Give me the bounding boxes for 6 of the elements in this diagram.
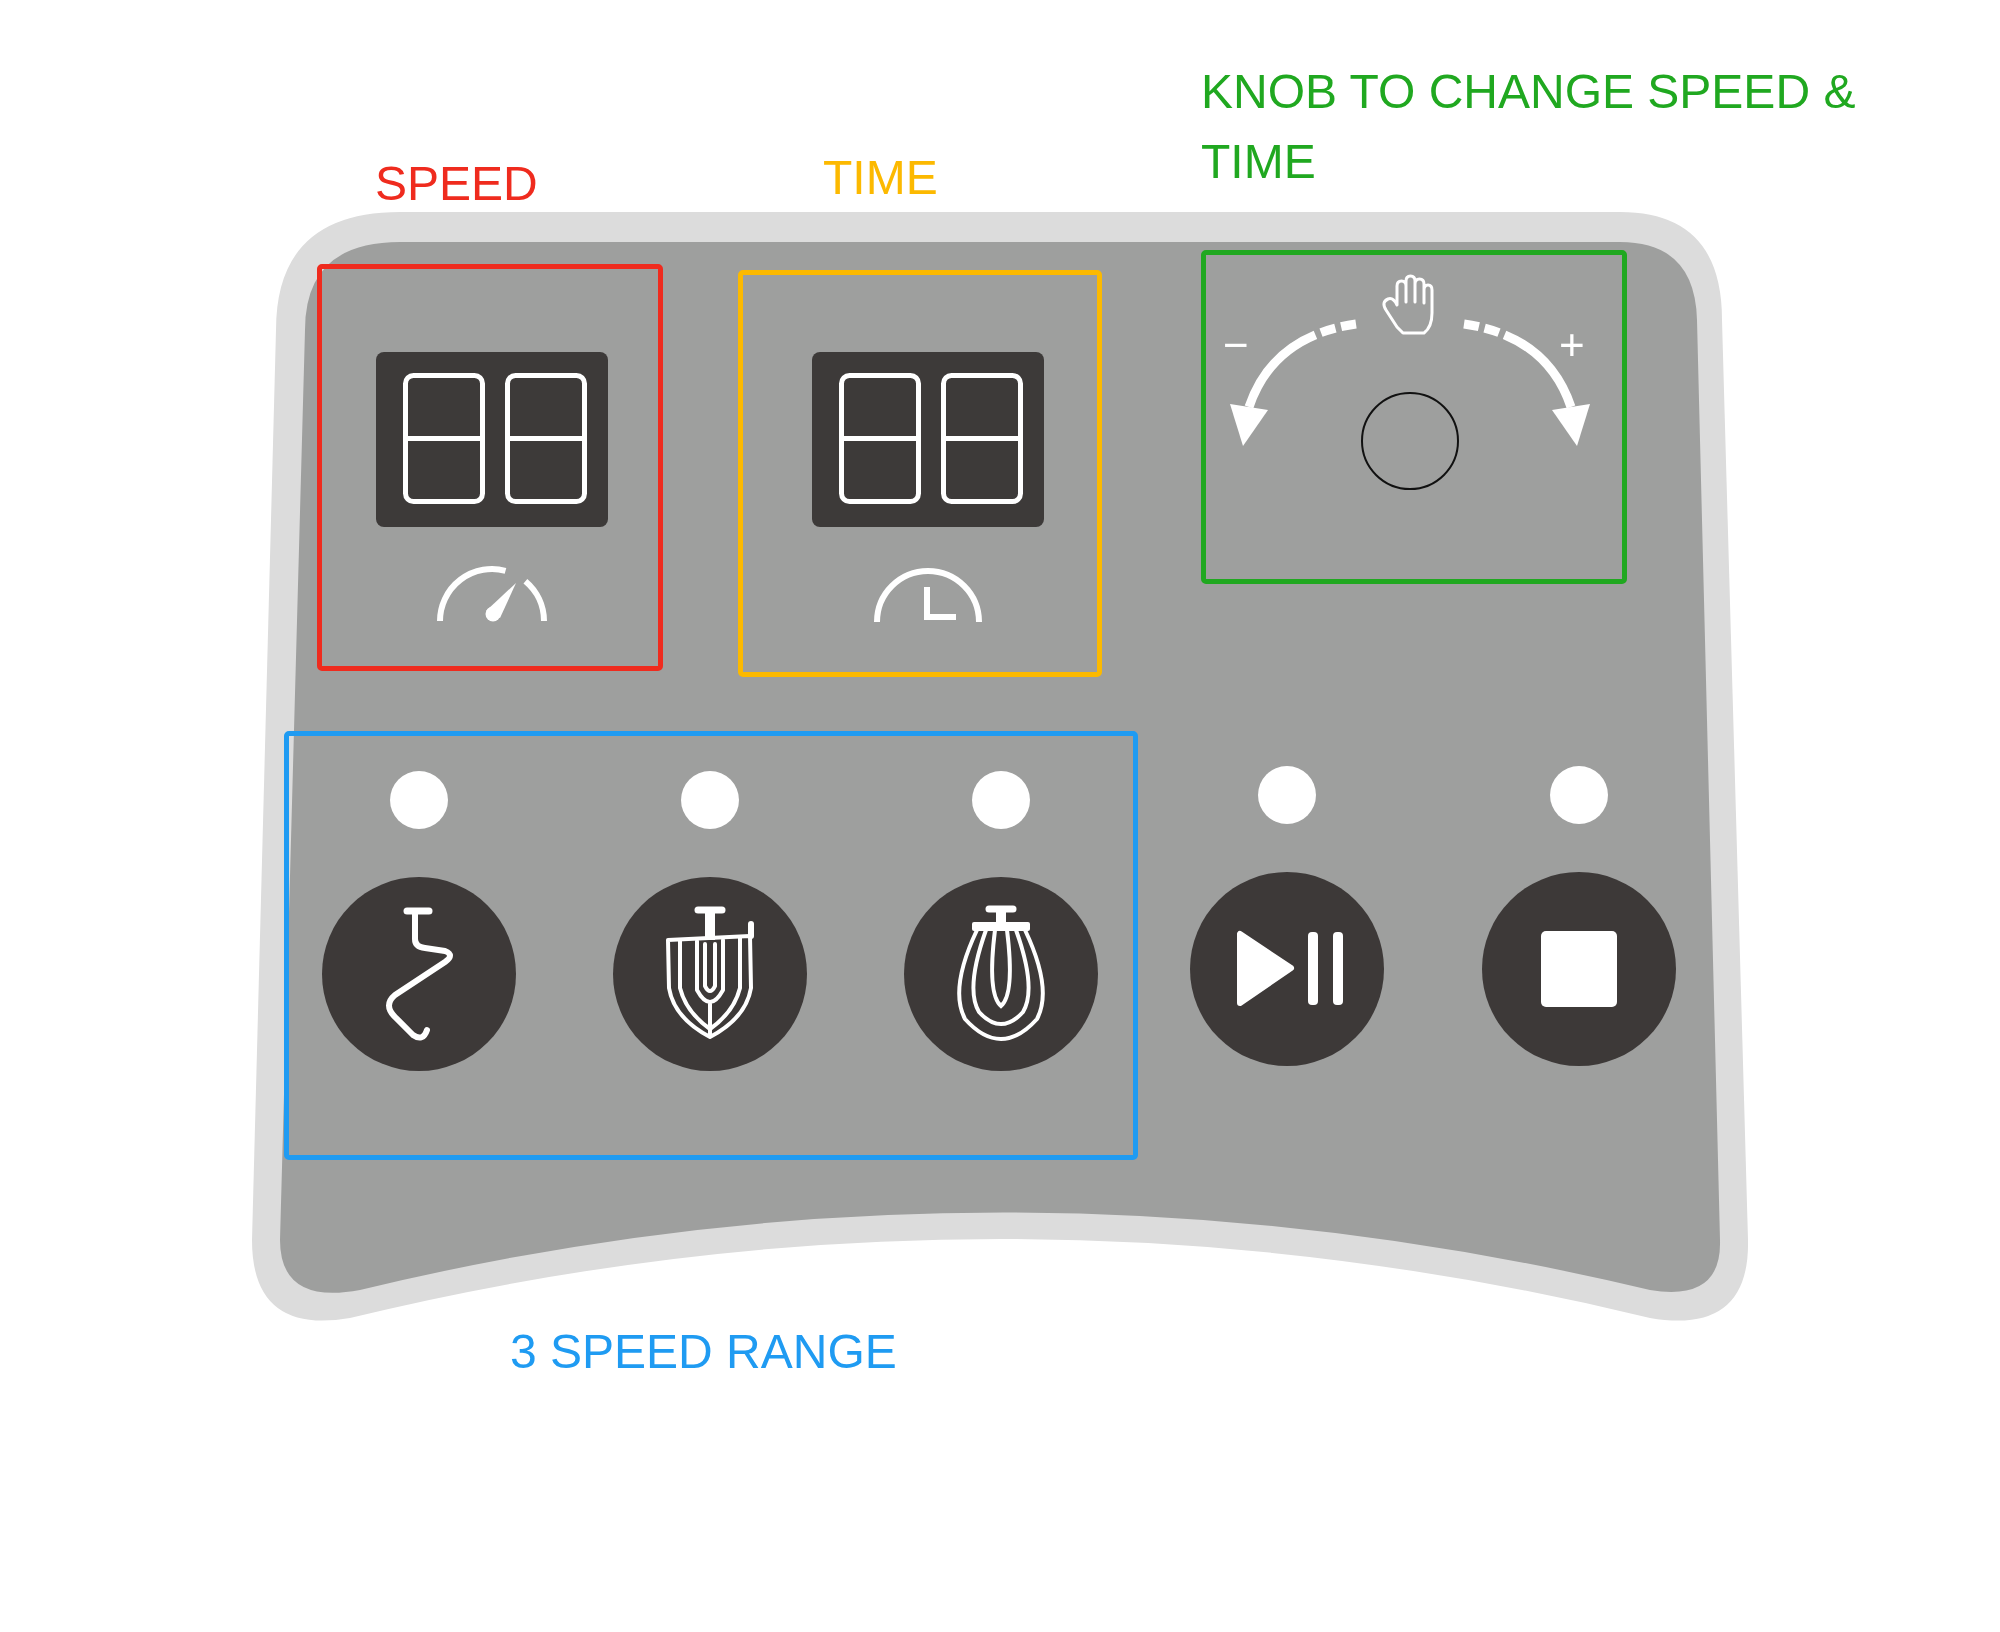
section-heading: KNOB TO CHANGE SPEED & TIME (1201, 64, 1857, 190)
section-heading: 3 SPEED RANGE (510, 1324, 897, 1380)
plus-sign: + (1559, 323, 1585, 367)
section-heading: TIME (823, 150, 938, 206)
section-heading: SPEED (375, 156, 538, 212)
minus-sign: − (1223, 323, 1249, 367)
